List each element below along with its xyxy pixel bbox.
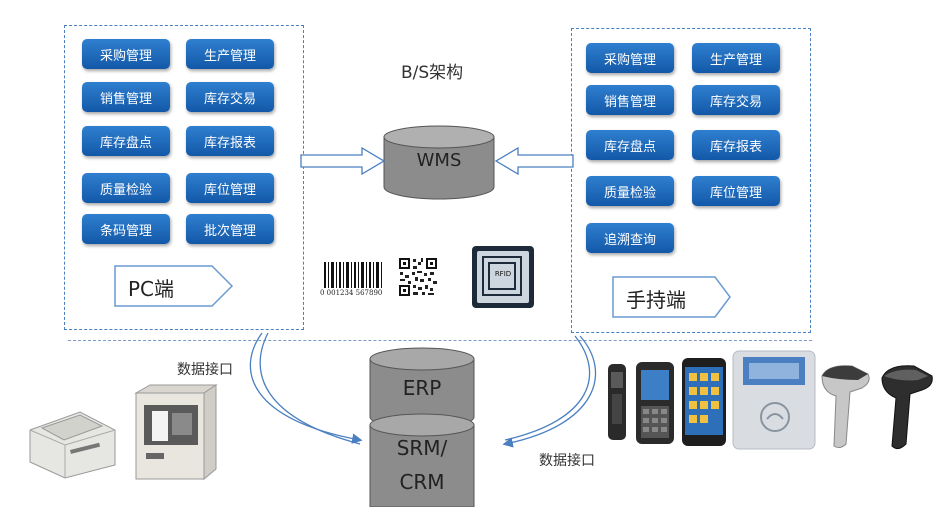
separator-line [68,340,812,341]
handheld-to-wms-arrow [494,146,574,176]
handheld-panel [571,28,811,333]
pc-button-sales[interactable]: 销售管理 [82,82,170,112]
handheld-button-stocktake[interactable]: 库存盘点 [586,130,674,160]
handheld-button-traceability-query[interactable]: 追溯查询 [586,223,674,253]
data-interface-label-right: 数据接口 [539,453,595,469]
handheld-button-quality-inspection[interactable]: 质量检验 [586,176,674,206]
smartphone-icon [682,358,726,446]
label-printer-icon [29,411,116,479]
handheld-button-location-management[interactable]: 库位管理 [692,176,780,206]
pc-tag-arrow-shape [114,265,234,307]
rfid-reader-icon [732,350,816,450]
handheld-tag-arrow-shape [612,276,731,318]
pc-button-inventory-report[interactable]: 库存报表 [186,126,274,156]
pc-to-wms-arrow [300,146,386,176]
crm-label: CRM [399,470,445,494]
erp-label: ERP [402,376,442,400]
architecture-label: B/S架构 [401,63,464,83]
barcode-number: 0 001234 567890 [320,289,383,297]
rfid-label: RFID [494,270,512,278]
wms-label: WMS [416,150,462,171]
pc-title-tag: PC端 [114,265,234,307]
data-interface-label-left: 数据接口 [177,362,233,378]
handheld-button-procurement[interactable]: 采购管理 [586,43,674,73]
pc-button-procurement[interactable]: 采购管理 [82,39,170,69]
handheld-button-production[interactable]: 生产管理 [692,43,780,73]
handheld-title-tag: 手持端 [612,276,732,318]
industrial-printer-icon [134,384,218,481]
handheld-title: 手持端 [626,288,686,312]
pc-button-production[interactable]: 生产管理 [186,39,274,69]
handheld-barcode-scanner-dark-icon [881,365,933,450]
srm-label: SRM/ [396,436,448,460]
pc-button-barcode-management[interactable]: 条码管理 [82,214,170,244]
pc-button-quality-inspection[interactable]: 质量检验 [82,173,170,203]
pc-button-stocktake[interactable]: 库存盘点 [82,126,170,156]
qr-code-icon [398,257,438,297]
pc-title: PC端 [128,277,175,301]
pc-button-inventory-transaction[interactable]: 库存交易 [186,82,274,112]
rfid-tag-icon: RFID [472,246,534,308]
handheld-button-inventory-report[interactable]: 库存报表 [692,130,780,160]
erp-database-icon [369,347,475,507]
barcode-icon [324,262,382,288]
handheld-button-inventory-transaction[interactable]: 库存交易 [692,85,780,115]
handheld-terminal-icon [608,364,626,440]
pc-panel [64,25,304,330]
pc-button-location-management[interactable]: 库位管理 [186,173,274,203]
wms-database-icon [383,125,495,200]
pda-scanner-icon [636,362,674,444]
pc-button-batch-management[interactable]: 批次管理 [186,214,274,244]
handheld-barcode-scanner-icon [821,365,870,449]
handheld-button-sales[interactable]: 销售管理 [586,85,674,115]
